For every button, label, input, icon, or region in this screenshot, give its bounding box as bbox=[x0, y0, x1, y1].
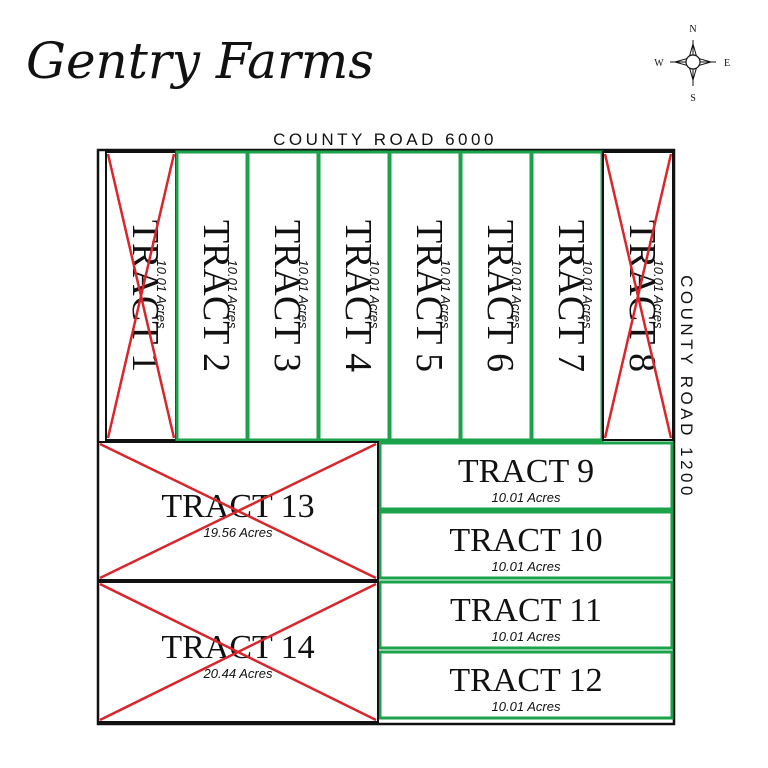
tract-1-sold-cross-b bbox=[106, 153, 176, 439]
tract-2-acres: 10.01 Acres bbox=[225, 260, 240, 329]
tract-4[interactable]: TRACT 410.01 Acres bbox=[317, 150, 391, 442]
tract-9[interactable]: TRACT 910.01 Acres bbox=[378, 441, 674, 511]
compass-west: W bbox=[654, 58, 664, 69]
tract-10-boundary bbox=[378, 510, 674, 580]
tract-12-label: TRACT 12 bbox=[449, 662, 602, 699]
tract-4-label: TRACT 4 bbox=[337, 220, 379, 372]
tract-6[interactable]: TRACT 610.01 Acres bbox=[459, 150, 533, 442]
tract-6-label: TRACT 6 bbox=[479, 220, 521, 372]
compass-east: E bbox=[724, 58, 730, 69]
tract-13-boundary bbox=[97, 441, 379, 581]
compass-north: N bbox=[689, 24, 696, 35]
tract-10-acres: 10.01 Acres bbox=[492, 559, 561, 574]
tract-14-acres: 20.44 Acres bbox=[203, 666, 273, 681]
tract-8-boundary bbox=[602, 151, 674, 441]
tract-11-boundary bbox=[378, 580, 674, 650]
tract-3-acres: 10.01 Acres bbox=[296, 260, 311, 329]
tract-3[interactable]: TRACT 310.01 Acres bbox=[246, 150, 320, 442]
tract-1-acres: 10.01 Acres bbox=[154, 260, 169, 329]
tract-2-label: TRACT 2 bbox=[195, 220, 237, 372]
tract-11-label: TRACT 11 bbox=[450, 592, 602, 629]
tract-5-acres: 10.01 Acres bbox=[438, 260, 453, 329]
compass-rose-icon: N S E W bbox=[654, 24, 730, 104]
tract-12-acres: 10.01 Acres bbox=[492, 699, 561, 714]
tract-8[interactable]: TRACT 810.01 Acres bbox=[602, 151, 674, 441]
tract-3-label: TRACT 3 bbox=[266, 220, 308, 372]
tract-10-label: TRACT 10 bbox=[449, 522, 602, 559]
tract-5-label: TRACT 5 bbox=[408, 220, 450, 372]
tract-13-sold-cross-b bbox=[99, 442, 377, 580]
tract-8-label: TRACT 8 bbox=[621, 220, 663, 372]
tract-14-label: TRACT 14 bbox=[161, 629, 314, 666]
tract-9-boundary bbox=[378, 441, 674, 511]
tract-14-sold-cross-b bbox=[99, 582, 377, 722]
tract-14-boundary bbox=[97, 581, 379, 723]
tract-7-label: TRACT 7 bbox=[550, 220, 592, 372]
tract-13-acres: 19.56 Acres bbox=[204, 525, 273, 540]
tract-2[interactable]: TRACT 210.01 Acres bbox=[175, 150, 249, 442]
tract-6-acres: 10.01 Acres bbox=[509, 260, 524, 329]
tract-9-acres: 10.01 Acres bbox=[492, 490, 561, 505]
compass-south: S bbox=[690, 93, 696, 104]
tract-11-acres: 10.01 Acres bbox=[492, 629, 561, 644]
map-title: Gentry Farms bbox=[26, 32, 374, 90]
tract-7-acres: 10.01 Acres bbox=[580, 260, 595, 329]
road-label-east: COUNTY ROAD 1200 bbox=[677, 275, 696, 499]
tract-1[interactable]: TRACT 110.01 Acres bbox=[105, 151, 177, 441]
road-label-north: COUNTY ROAD 6000 bbox=[273, 130, 497, 149]
tract-12-boundary bbox=[378, 650, 674, 720]
tract-5[interactable]: TRACT 510.01 Acres bbox=[388, 150, 462, 442]
tract-4-acres: 10.01 Acres bbox=[367, 260, 382, 329]
tract-13-label: TRACT 13 bbox=[161, 488, 314, 525]
tract-7[interactable]: TRACT 710.01 Acres bbox=[530, 150, 604, 442]
tract-8-acres: 10.01 Acres bbox=[651, 260, 666, 329]
tract-8-sold-cross-b bbox=[603, 153, 673, 439]
tract-1-label: TRACT 1 bbox=[124, 220, 166, 372]
tract-9-label: TRACT 9 bbox=[458, 453, 594, 490]
